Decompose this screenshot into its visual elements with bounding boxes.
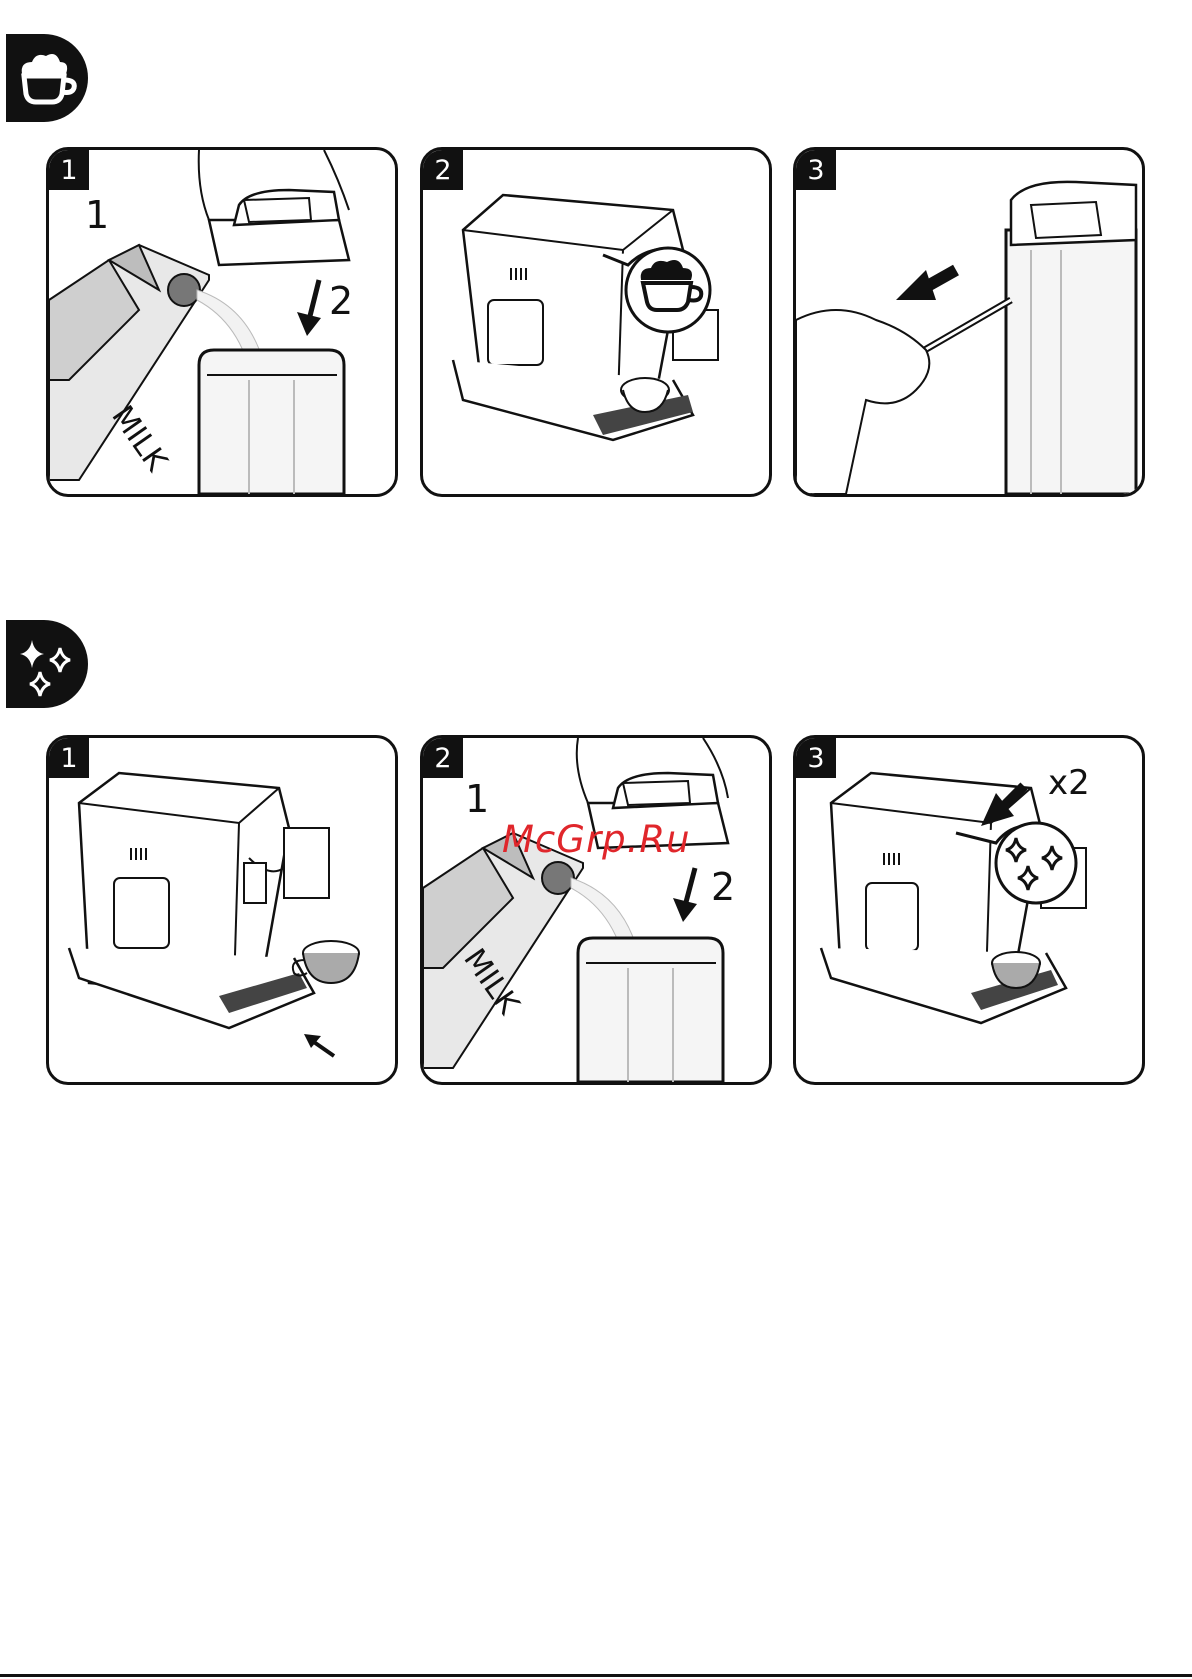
- sub-step-label: 2: [329, 282, 353, 320]
- step-number-badge: 1: [49, 738, 89, 778]
- clean-step-3-panel: 3 x2: [793, 735, 1145, 1085]
- milk-step-3-panel: 3: [793, 147, 1145, 497]
- milk-step-2-panel: 2: [420, 147, 772, 497]
- clean-step-1-panel: 1: [46, 735, 398, 1085]
- milk-carton-illustration: MILK: [423, 833, 583, 1068]
- watermark-text: McGrp.Ru: [502, 818, 691, 861]
- milk-carton-illustration: MILK: [49, 245, 209, 480]
- milk-jug-illustration: [578, 938, 723, 1082]
- sub-step-label: 1: [465, 780, 489, 818]
- sub-step-label: 2: [711, 868, 735, 906]
- milk-pipe-illustration: [916, 300, 1011, 355]
- cappuccino-cup-icon: [6, 34, 88, 122]
- hand-illustration: [796, 310, 929, 494]
- section-milk-tab: [6, 34, 88, 122]
- svg-text:MILK: MILK: [104, 400, 174, 479]
- pull-arrow-icon: [896, 270, 956, 300]
- sparkle-clean-icon: [6, 620, 88, 708]
- page-bottom-rule: [0, 1674, 1192, 1677]
- clean-step-2-panel: MILK 2 1 2: [420, 735, 772, 1085]
- sub-step-label: 1: [85, 196, 109, 234]
- step-number-badge: 3: [796, 150, 836, 190]
- down-arrow-icon: [673, 868, 697, 922]
- down-arrow-icon: [297, 280, 321, 336]
- milk-step-1-panel: MILK 1 1 2: [46, 147, 398, 497]
- step-number-badge: 3: [796, 738, 836, 778]
- coffee-machine-illustration: [69, 773, 329, 1028]
- section-clean-tab: [6, 620, 88, 708]
- jug-lid-illustration: [199, 150, 349, 265]
- step-number-badge: 1: [49, 150, 89, 190]
- step-number-badge: 2: [423, 150, 463, 190]
- pointer-arrow-icon: [304, 1034, 334, 1056]
- milk-jug-illustration: [199, 350, 344, 494]
- milk-jug-illustration: [1006, 182, 1136, 494]
- repeat-count-label: x2: [1048, 766, 1090, 800]
- step-number-badge: 2: [423, 738, 463, 778]
